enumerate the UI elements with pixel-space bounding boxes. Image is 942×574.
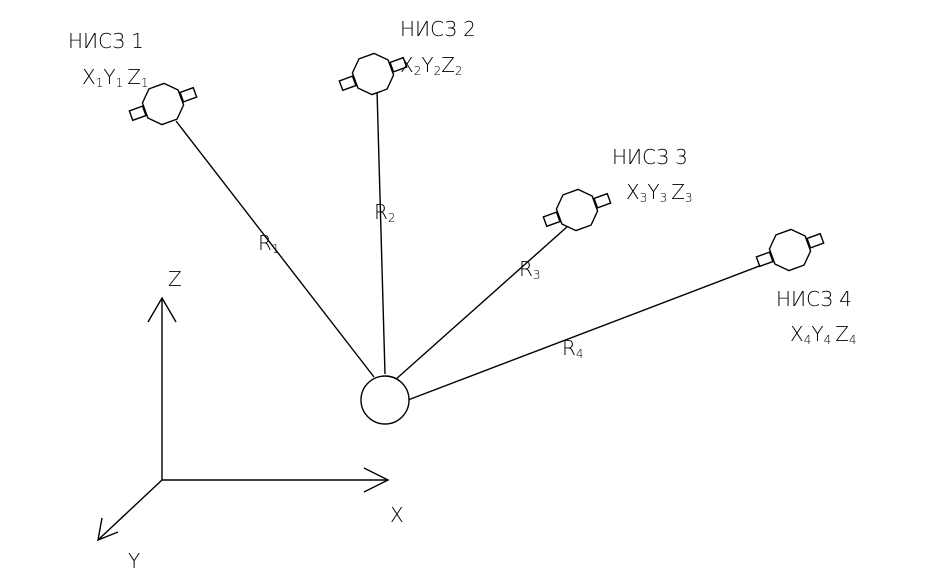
range-lines xyxy=(175,89,771,401)
range-labels: R1 R2 R3 R4 xyxy=(258,200,584,361)
satellite-2-name: НИСЗ 2 xyxy=(400,17,476,41)
range-line-r1 xyxy=(175,120,375,378)
satellite-2-coords: X2Y2Z2 xyxy=(400,53,463,78)
coordinate-axes: Z X Y xyxy=(97,267,404,573)
satellite-4-name: НИСЗ 4 xyxy=(776,287,852,311)
satellite-3-icon xyxy=(537,179,617,241)
x-axis-label: X xyxy=(390,503,404,527)
ground-receiver xyxy=(360,375,410,425)
satellite-1-name: НИСЗ 1 xyxy=(68,29,144,53)
y-axis-arrowhead xyxy=(97,517,119,542)
range-label-r2: R2 xyxy=(374,200,396,225)
range-line-r2 xyxy=(376,89,386,375)
y-axis-line xyxy=(97,479,163,541)
x-axis-arrowhead xyxy=(363,467,390,493)
z-axis-arrowhead xyxy=(147,296,177,323)
range-label-r4: R4 xyxy=(562,336,584,361)
z-axis-label: Z xyxy=(168,267,182,291)
range-line-r3 xyxy=(394,225,569,381)
range-label-r3: R3 xyxy=(519,257,541,282)
satellite-3-name: НИСЗ 3 xyxy=(612,145,688,169)
range-label-r1: R1 xyxy=(258,231,280,256)
satellite-2: НИСЗ 2 X2Y2Z2 xyxy=(333,17,476,105)
satellite-4-icon xyxy=(750,219,830,281)
range-line-r4 xyxy=(407,261,771,401)
y-axis-label: Y xyxy=(128,549,140,573)
